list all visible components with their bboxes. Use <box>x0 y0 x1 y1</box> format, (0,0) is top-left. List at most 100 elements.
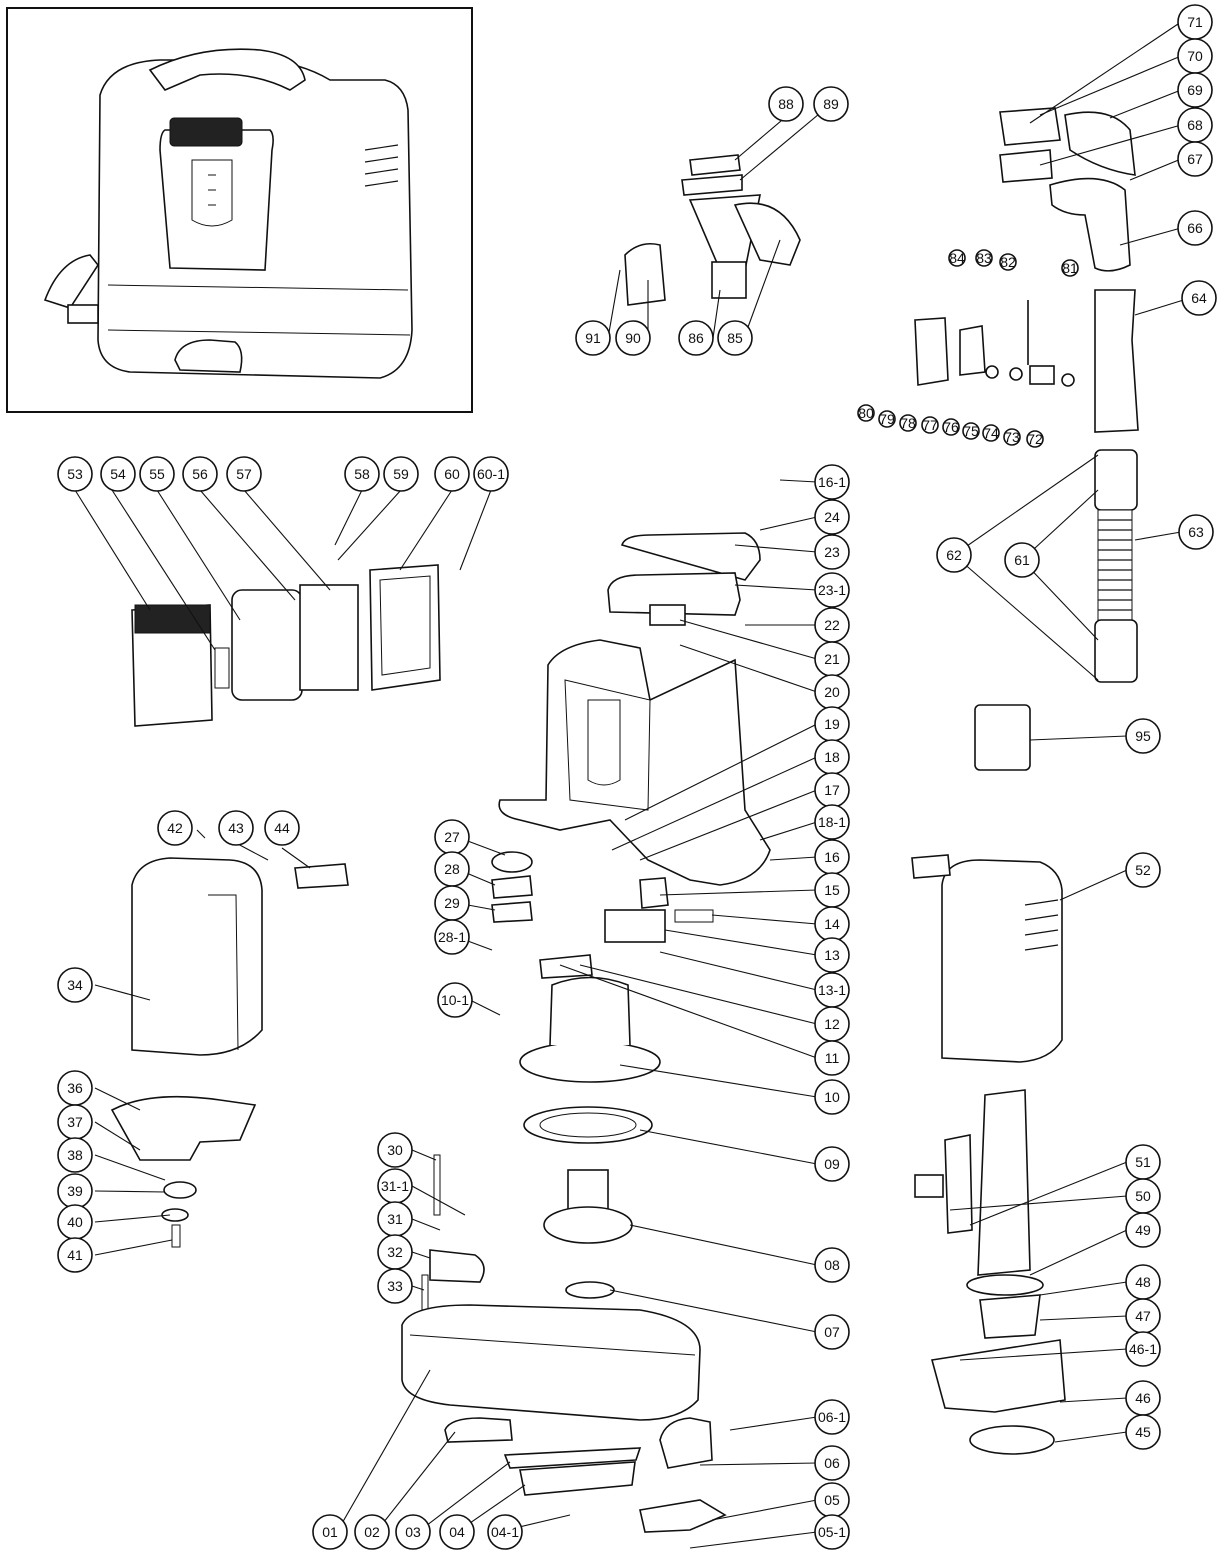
callout-60: 60 <box>434 456 470 492</box>
svg-text:79: 79 <box>879 411 895 427</box>
svg-text:12: 12 <box>824 1016 840 1032</box>
callout-10-1: 10-1 <box>437 982 473 1018</box>
svg-text:88: 88 <box>778 96 794 112</box>
svg-text:28-1: 28-1 <box>438 929 466 945</box>
callout-88: 88 <box>768 86 804 122</box>
svg-text:41: 41 <box>67 1247 83 1263</box>
callout-78: 78 <box>899 414 917 432</box>
svg-text:39: 39 <box>67 1183 83 1199</box>
callout-81: 81 <box>1061 259 1079 277</box>
callout-59: 59 <box>383 456 419 492</box>
callout-68: 68 <box>1177 107 1213 143</box>
callout-15: 15 <box>814 872 850 908</box>
callout-05-1: 05-1 <box>814 1514 850 1550</box>
callout-83: 83 <box>975 249 993 267</box>
svg-text:19: 19 <box>824 716 840 732</box>
svg-text:13: 13 <box>824 947 840 963</box>
callout-52: 52 <box>1125 852 1161 888</box>
callout-27: 27 <box>434 819 470 855</box>
svg-text:01: 01 <box>322 1524 338 1540</box>
svg-text:16: 16 <box>824 849 840 865</box>
callout-18: 18 <box>814 739 850 775</box>
callout-13: 13 <box>814 937 850 973</box>
callout-24: 24 <box>814 499 850 535</box>
svg-text:82: 82 <box>1000 254 1016 270</box>
svg-text:21: 21 <box>824 651 840 667</box>
callout-50: 50 <box>1125 1178 1161 1214</box>
callout-69: 69 <box>1177 72 1213 108</box>
callout-75: 75 <box>962 422 980 440</box>
callout-32: 32 <box>377 1234 413 1270</box>
callout-42: 42 <box>157 810 193 846</box>
callout-77: 77 <box>921 416 939 434</box>
callout-46: 46 <box>1125 1380 1161 1416</box>
callout-21: 21 <box>814 641 850 677</box>
callout-12: 12 <box>814 1006 850 1042</box>
callout-28: 28 <box>434 851 470 887</box>
svg-text:43: 43 <box>228 820 244 836</box>
callout-16: 16 <box>814 839 850 875</box>
svg-text:66: 66 <box>1187 220 1203 236</box>
svg-text:02: 02 <box>364 1524 380 1540</box>
svg-text:70: 70 <box>1187 48 1203 64</box>
callout-60-1: 60-1 <box>473 456 509 492</box>
svg-text:45: 45 <box>1135 1424 1151 1440</box>
svg-text:75: 75 <box>963 423 979 439</box>
callout-62: 62 <box>936 537 972 573</box>
parts-drawings <box>110 107 1139 1533</box>
svg-text:61: 61 <box>1014 552 1030 568</box>
callout-31: 31 <box>377 1201 413 1237</box>
svg-text:13-1: 13-1 <box>818 982 846 998</box>
svg-text:68: 68 <box>1187 117 1203 133</box>
svg-text:57: 57 <box>236 466 252 482</box>
svg-text:60-1: 60-1 <box>477 466 505 482</box>
callout-02: 02 <box>354 1514 390 1550</box>
hose-spiral <box>1097 509 1133 621</box>
svg-text:04: 04 <box>449 1524 465 1540</box>
callout-08: 08 <box>814 1247 850 1283</box>
callout-38: 38 <box>57 1137 93 1173</box>
callout-28-1: 28-1 <box>434 919 470 955</box>
svg-text:62: 62 <box>946 547 962 563</box>
callout-45: 45 <box>1125 1414 1161 1450</box>
svg-text:20: 20 <box>824 684 840 700</box>
svg-text:60: 60 <box>444 466 460 482</box>
svg-text:32: 32 <box>387 1244 403 1260</box>
callout-70: 70 <box>1177 38 1213 74</box>
svg-text:54: 54 <box>110 466 126 482</box>
svg-text:18: 18 <box>824 749 840 765</box>
svg-text:44: 44 <box>274 820 290 836</box>
callout-37: 37 <box>57 1104 93 1140</box>
svg-text:36: 36 <box>67 1080 83 1096</box>
callout-23: 23 <box>814 534 850 570</box>
svg-text:46-1: 46-1 <box>1129 1341 1157 1357</box>
svg-text:76: 76 <box>943 419 959 435</box>
callout-80: 80 <box>857 404 875 422</box>
callout-06: 06 <box>814 1445 850 1481</box>
callout-49: 49 <box>1125 1212 1161 1248</box>
svg-text:91: 91 <box>585 330 601 346</box>
svg-text:23: 23 <box>824 544 840 560</box>
svg-text:17: 17 <box>824 782 840 798</box>
svg-text:31: 31 <box>387 1211 403 1227</box>
svg-text:78: 78 <box>900 415 916 431</box>
svg-text:04-1: 04-1 <box>491 1524 519 1540</box>
callout-14: 14 <box>814 906 850 942</box>
callout-57: 57 <box>226 456 262 492</box>
callout-67: 67 <box>1177 141 1213 177</box>
callout-03: 03 <box>395 1514 431 1550</box>
svg-text:08: 08 <box>824 1257 840 1273</box>
svg-text:27: 27 <box>444 829 460 845</box>
callout-16-1: 16-1 <box>814 464 850 500</box>
callout-33: 33 <box>377 1268 413 1304</box>
svg-text:18-1: 18-1 <box>818 814 846 830</box>
svg-text:49: 49 <box>1135 1222 1151 1238</box>
svg-text:81: 81 <box>1062 260 1078 276</box>
svg-text:73: 73 <box>1004 429 1020 445</box>
callouts: 71 70 69 68 67 66 64 63 61 62 95 84 83 8… <box>57 4 1217 1550</box>
svg-text:30: 30 <box>387 1142 403 1158</box>
svg-text:77: 77 <box>922 417 938 433</box>
callout-51: 51 <box>1125 1144 1161 1180</box>
callout-36: 36 <box>57 1070 93 1106</box>
callout-91: 91 <box>575 320 611 356</box>
